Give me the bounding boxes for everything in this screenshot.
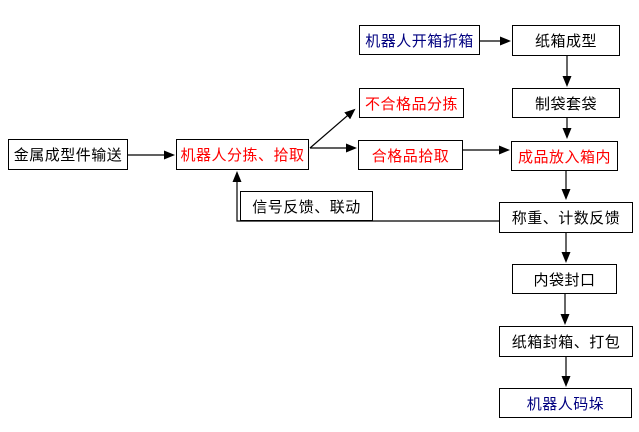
node-label: 信号反馈、联动	[252, 198, 361, 216]
node-bag-make: 制袋套袋	[512, 88, 620, 118]
connector-weighcount-feedback-to-robotsort	[232, 171, 499, 222]
node-label: 成品放入箱内	[517, 148, 611, 166]
node-label: 金属成型件输送	[13, 147, 123, 164]
node-label: 机器人分拣、拾取	[180, 147, 305, 164]
node-accept-pick: 合格品拾取	[358, 140, 463, 170]
node-robot-carton-open: 机器人开箱折箱	[359, 25, 480, 55]
node-label: 不合格品分拣	[364, 95, 458, 113]
node-label: 制袋套袋	[534, 95, 597, 113]
node-carton-seal-pack: 纸箱封箱、打包	[499, 326, 633, 357]
node-label: 机器人开箱折箱	[365, 32, 474, 50]
node-reject-sort: 不合格品分拣	[359, 88, 464, 118]
node-weigh-count: 称重、计数反馈	[499, 202, 633, 233]
node-label: 纸箱成型	[534, 33, 597, 50]
node-label: 机器人码垛	[526, 395, 605, 413]
connector-robotsort-to-rejectsort	[309, 108, 356, 149]
node-robot-sort: 机器人分拣、拾取	[176, 139, 309, 170]
node-label: 内袋封口	[533, 271, 596, 289]
node-inner-bag-seal: 内袋封口	[512, 264, 617, 294]
node-label: 称重、计数反馈	[511, 210, 621, 227]
node-label: 纸箱封箱、打包	[511, 334, 621, 351]
node-metal-infeed: 金属成型件输送	[8, 139, 128, 170]
node-robot-palletize: 机器人码垛	[499, 388, 632, 418]
node-product-into-box: 成品放入箱内	[511, 141, 618, 171]
node-signal-feedback: 信号反馈、联动	[240, 191, 373, 221]
node-carton-form: 纸箱成型	[512, 25, 620, 56]
node-label: 合格品拾取	[371, 147, 450, 165]
